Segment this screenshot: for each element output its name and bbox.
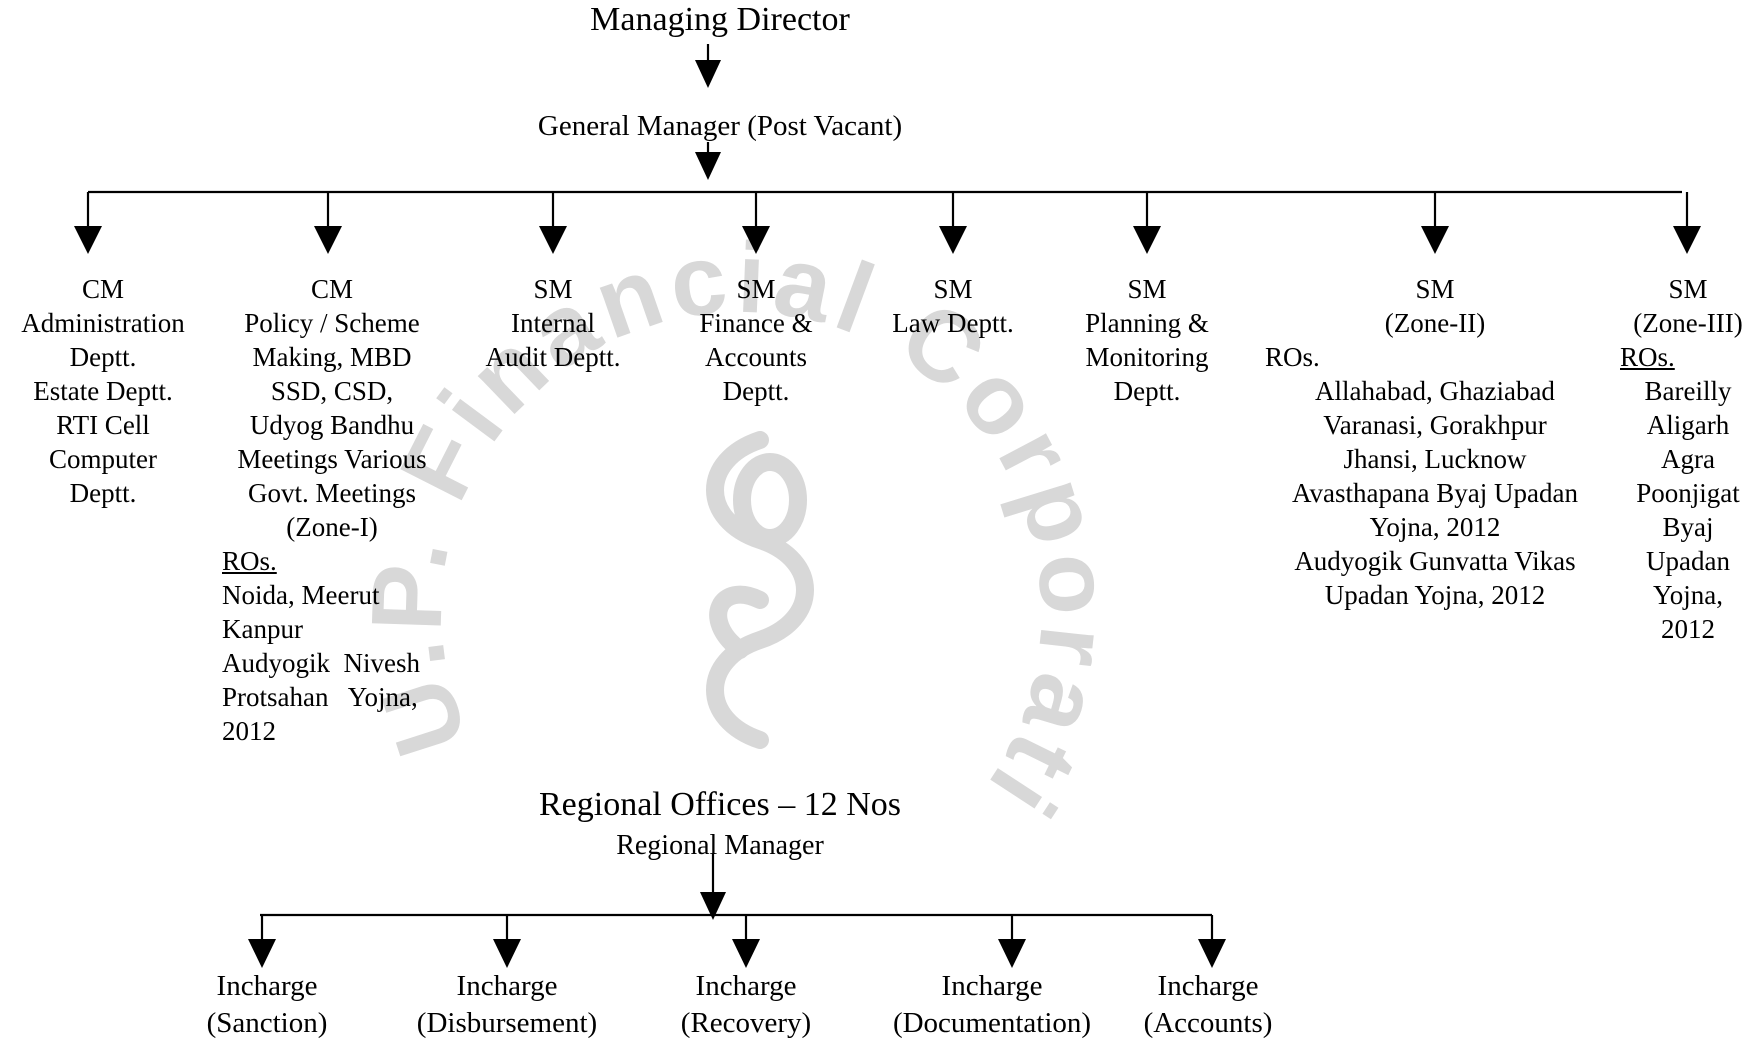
managing-director-title: Managing Director	[590, 1, 850, 38]
arrow-to-incharge-bus	[700, 892, 726, 920]
incharge-disbursement: Incharge (Disbursement)	[416, 970, 598, 1039]
ros-label: ROs.	[1265, 342, 1320, 372]
regional-manager-title: Regional Manager	[616, 830, 824, 861]
general-manager-title: General Manager (Post Vacant)	[537, 110, 903, 142]
arrow-to-bus	[695, 152, 721, 180]
incharge-accounts: Incharge (Accounts)	[1143, 970, 1273, 1039]
ros-label: ROs.	[222, 546, 277, 576]
hierarchy-lines	[86, 44, 1689, 941]
incharge-documentation: Incharge (Documentation)	[892, 970, 1092, 1039]
dept-sm-internal-audit: SM Internal Audit Deptt.	[485, 274, 621, 372]
dept-cm-administration: CM Administration Deptt. Estate Deptt. R…	[21, 274, 185, 508]
dept-sm-planning: SM Planning & Monitoring Deptt.	[1085, 274, 1209, 406]
arrowheads	[74, 60, 1701, 968]
dept-sm-finance: SM Finance & Accounts Deptt.	[699, 274, 813, 406]
arrow-to-gm	[695, 60, 721, 88]
dept-sm-law: SM Law Deptt.	[892, 274, 1014, 338]
dept-sm-zone-iii: SM (Zone-III) ROs. Bareilly Aligarh Agra…	[1620, 272, 1756, 646]
ros-label: ROs.	[1620, 342, 1675, 372]
incharge-sanction: Incharge (Sanction)	[206, 970, 328, 1039]
dept-cm-policy: CM Policy / Scheme Making, MBD SSD, CSD,…	[222, 272, 442, 748]
watermark-emblem	[706, 431, 814, 749]
dept-sm-zone-ii: SM (Zone-II) ROs. Allahabad, Ghaziabad V…	[1265, 272, 1605, 612]
regional-offices-title: Regional Offices – 12 Nos	[539, 786, 901, 823]
incharge-recovery: Incharge (Recovery)	[680, 970, 812, 1039]
